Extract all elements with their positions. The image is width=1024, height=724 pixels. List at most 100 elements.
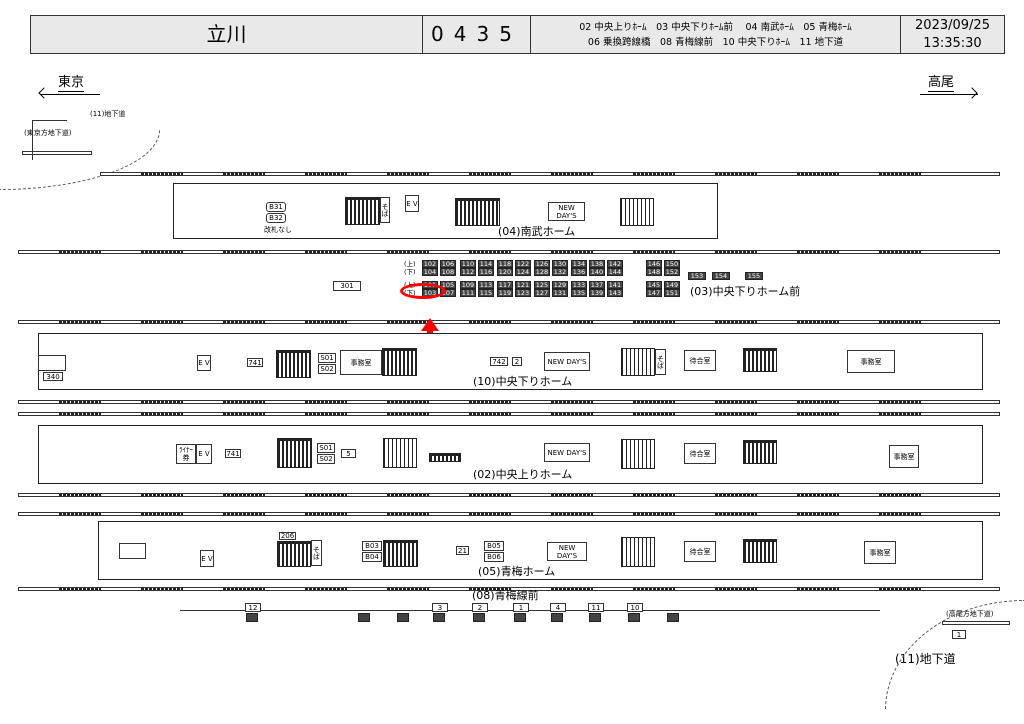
ticket-gate[interactable] (589, 613, 601, 622)
track-segment (387, 513, 429, 515)
newdays-shop: NEW DAY'S (548, 202, 585, 221)
ticket-gate[interactable]: 154 (712, 272, 730, 280)
ticket-gate[interactable]: 128 (534, 268, 550, 276)
locker-s01: S01 (317, 443, 335, 453)
ticket-gate[interactable] (246, 613, 258, 622)
ticket-gate[interactable]: 115 (478, 289, 494, 297)
ticket-gate[interactable] (473, 613, 485, 622)
elevator: E V (196, 444, 212, 464)
stairs-icon (620, 198, 654, 226)
track-segment (387, 321, 429, 323)
ticket-gate[interactable]: 109 (460, 281, 476, 289)
waiting-room: 待合室 (684, 541, 716, 562)
ticket-gate[interactable]: 149 (664, 281, 680, 289)
ticket-gate[interactable] (551, 613, 563, 622)
ticket-gate[interactable]: 114 (478, 260, 494, 268)
ticket-gate[interactable]: 136 (571, 268, 587, 276)
track-segment (551, 401, 593, 403)
highlight-oval (400, 283, 446, 299)
ticket-gate[interactable]: 102 (422, 260, 438, 268)
ticket-gate[interactable]: 150 (664, 260, 680, 268)
locker-b31: B31 (266, 202, 286, 212)
ticket-gate[interactable]: 147 (646, 289, 662, 297)
ticket-gate[interactable]: 121 (515, 281, 531, 289)
ticket-gate[interactable] (433, 613, 445, 622)
ticket-gate[interactable]: 119 (497, 289, 513, 297)
ticket-gate[interactable]: 108 (440, 268, 456, 276)
ticket-gate[interactable]: 112 (460, 268, 476, 276)
time: 13:35:30 (923, 35, 982, 51)
track (18, 512, 1000, 516)
line-08 (180, 610, 880, 611)
legend-line-1: 02 中央上りﾎｰﾑ 03 中央下りﾎｰﾑ前 04 南武ﾎｰﾑ 05 青梅ﾎｰﾑ (579, 21, 852, 33)
ticket-gate[interactable]: 132 (552, 268, 568, 276)
track-segment (879, 251, 921, 253)
track-segment (551, 513, 593, 515)
escalator-icon (455, 198, 500, 226)
ticket-gate[interactable]: 151 (664, 289, 680, 297)
track-segment (223, 173, 265, 175)
ticket-gate[interactable]: 125 (534, 281, 550, 289)
ticket-gate[interactable]: 111 (460, 289, 476, 297)
ticket-gate[interactable]: 142 (607, 260, 623, 268)
locker-b04: B04 (362, 552, 382, 562)
ticket-gate[interactable]: 135 (571, 289, 587, 297)
ticket-gate[interactable]: 138 (589, 260, 605, 268)
ticket-gate[interactable]: 144 (607, 268, 623, 276)
stairs-icon (383, 438, 417, 468)
ticket-gate[interactable]: 129 (552, 281, 568, 289)
platform-10[interactable] (38, 333, 983, 390)
ticket-gate[interactable]: 110 (460, 260, 476, 268)
ticket-gate[interactable]: 106 (440, 260, 456, 268)
track (18, 493, 1000, 497)
track-segment (797, 401, 839, 403)
ticket-gate[interactable]: 127 (534, 289, 550, 297)
platform-05[interactable] (98, 521, 983, 580)
escalator-icon (743, 440, 777, 464)
track-segment (879, 413, 921, 415)
ticket-gate[interactable]: 123 (515, 289, 531, 297)
track-segment (715, 513, 757, 515)
track-segment (141, 401, 183, 403)
escalator-icon (383, 540, 418, 567)
ticket-gate[interactable]: 133 (571, 281, 587, 289)
ticket-gate[interactable]: 148 (646, 268, 662, 276)
track-segment (797, 513, 839, 515)
ticket-gate[interactable]: 139 (589, 289, 605, 297)
ticket-gate[interactable]: 146 (646, 260, 662, 268)
ticket-gate[interactable]: 143 (607, 289, 623, 297)
ticket-gate[interactable]: 130 (552, 260, 568, 268)
ticket-gate[interactable]: 126 (534, 260, 550, 268)
track-segment (797, 588, 839, 590)
ticket-gate[interactable]: 117 (497, 281, 513, 289)
ticket-gate[interactable]: 116 (478, 268, 494, 276)
track-segment (141, 513, 183, 515)
escalator-icon (382, 348, 417, 376)
ticket-gate[interactable]: 113 (478, 281, 494, 289)
ticket-gate[interactable]: 134 (571, 260, 587, 268)
ticket-gate[interactable]: 104 (422, 268, 438, 276)
ticket-gate[interactable] (397, 613, 409, 622)
ticket-gate[interactable]: 137 (589, 281, 605, 289)
ticket-gate[interactable]: 155 (745, 272, 763, 280)
ticket-gate[interactable]: 140 (589, 268, 605, 276)
locker-b06: B06 (484, 552, 504, 562)
ticket-gate[interactable] (514, 613, 526, 622)
soba-shop: そば (380, 197, 390, 223)
platform-08-label: (08)青梅線前 (472, 589, 539, 602)
ticket-gate[interactable] (667, 613, 679, 622)
ticket-gate[interactable] (628, 613, 640, 622)
ticket-gate[interactable]: 145 (646, 281, 662, 289)
ticket-gate[interactable]: 124 (515, 268, 531, 276)
ticket-gate[interactable]: 118 (497, 260, 513, 268)
ticket-gate[interactable]: 153 (688, 272, 706, 280)
ticket-gate[interactable]: 152 (664, 268, 680, 276)
ticket-gate[interactable]: 141 (607, 281, 623, 289)
ticket-gate[interactable]: 122 (515, 260, 531, 268)
ticket-gate[interactable]: 131 (552, 289, 568, 297)
ticket-gate[interactable]: 120 (497, 268, 513, 276)
track-segment (387, 173, 429, 175)
platform-10-label: (10)中央下りホーム (473, 375, 573, 388)
ticket-gate[interactable] (358, 613, 370, 622)
